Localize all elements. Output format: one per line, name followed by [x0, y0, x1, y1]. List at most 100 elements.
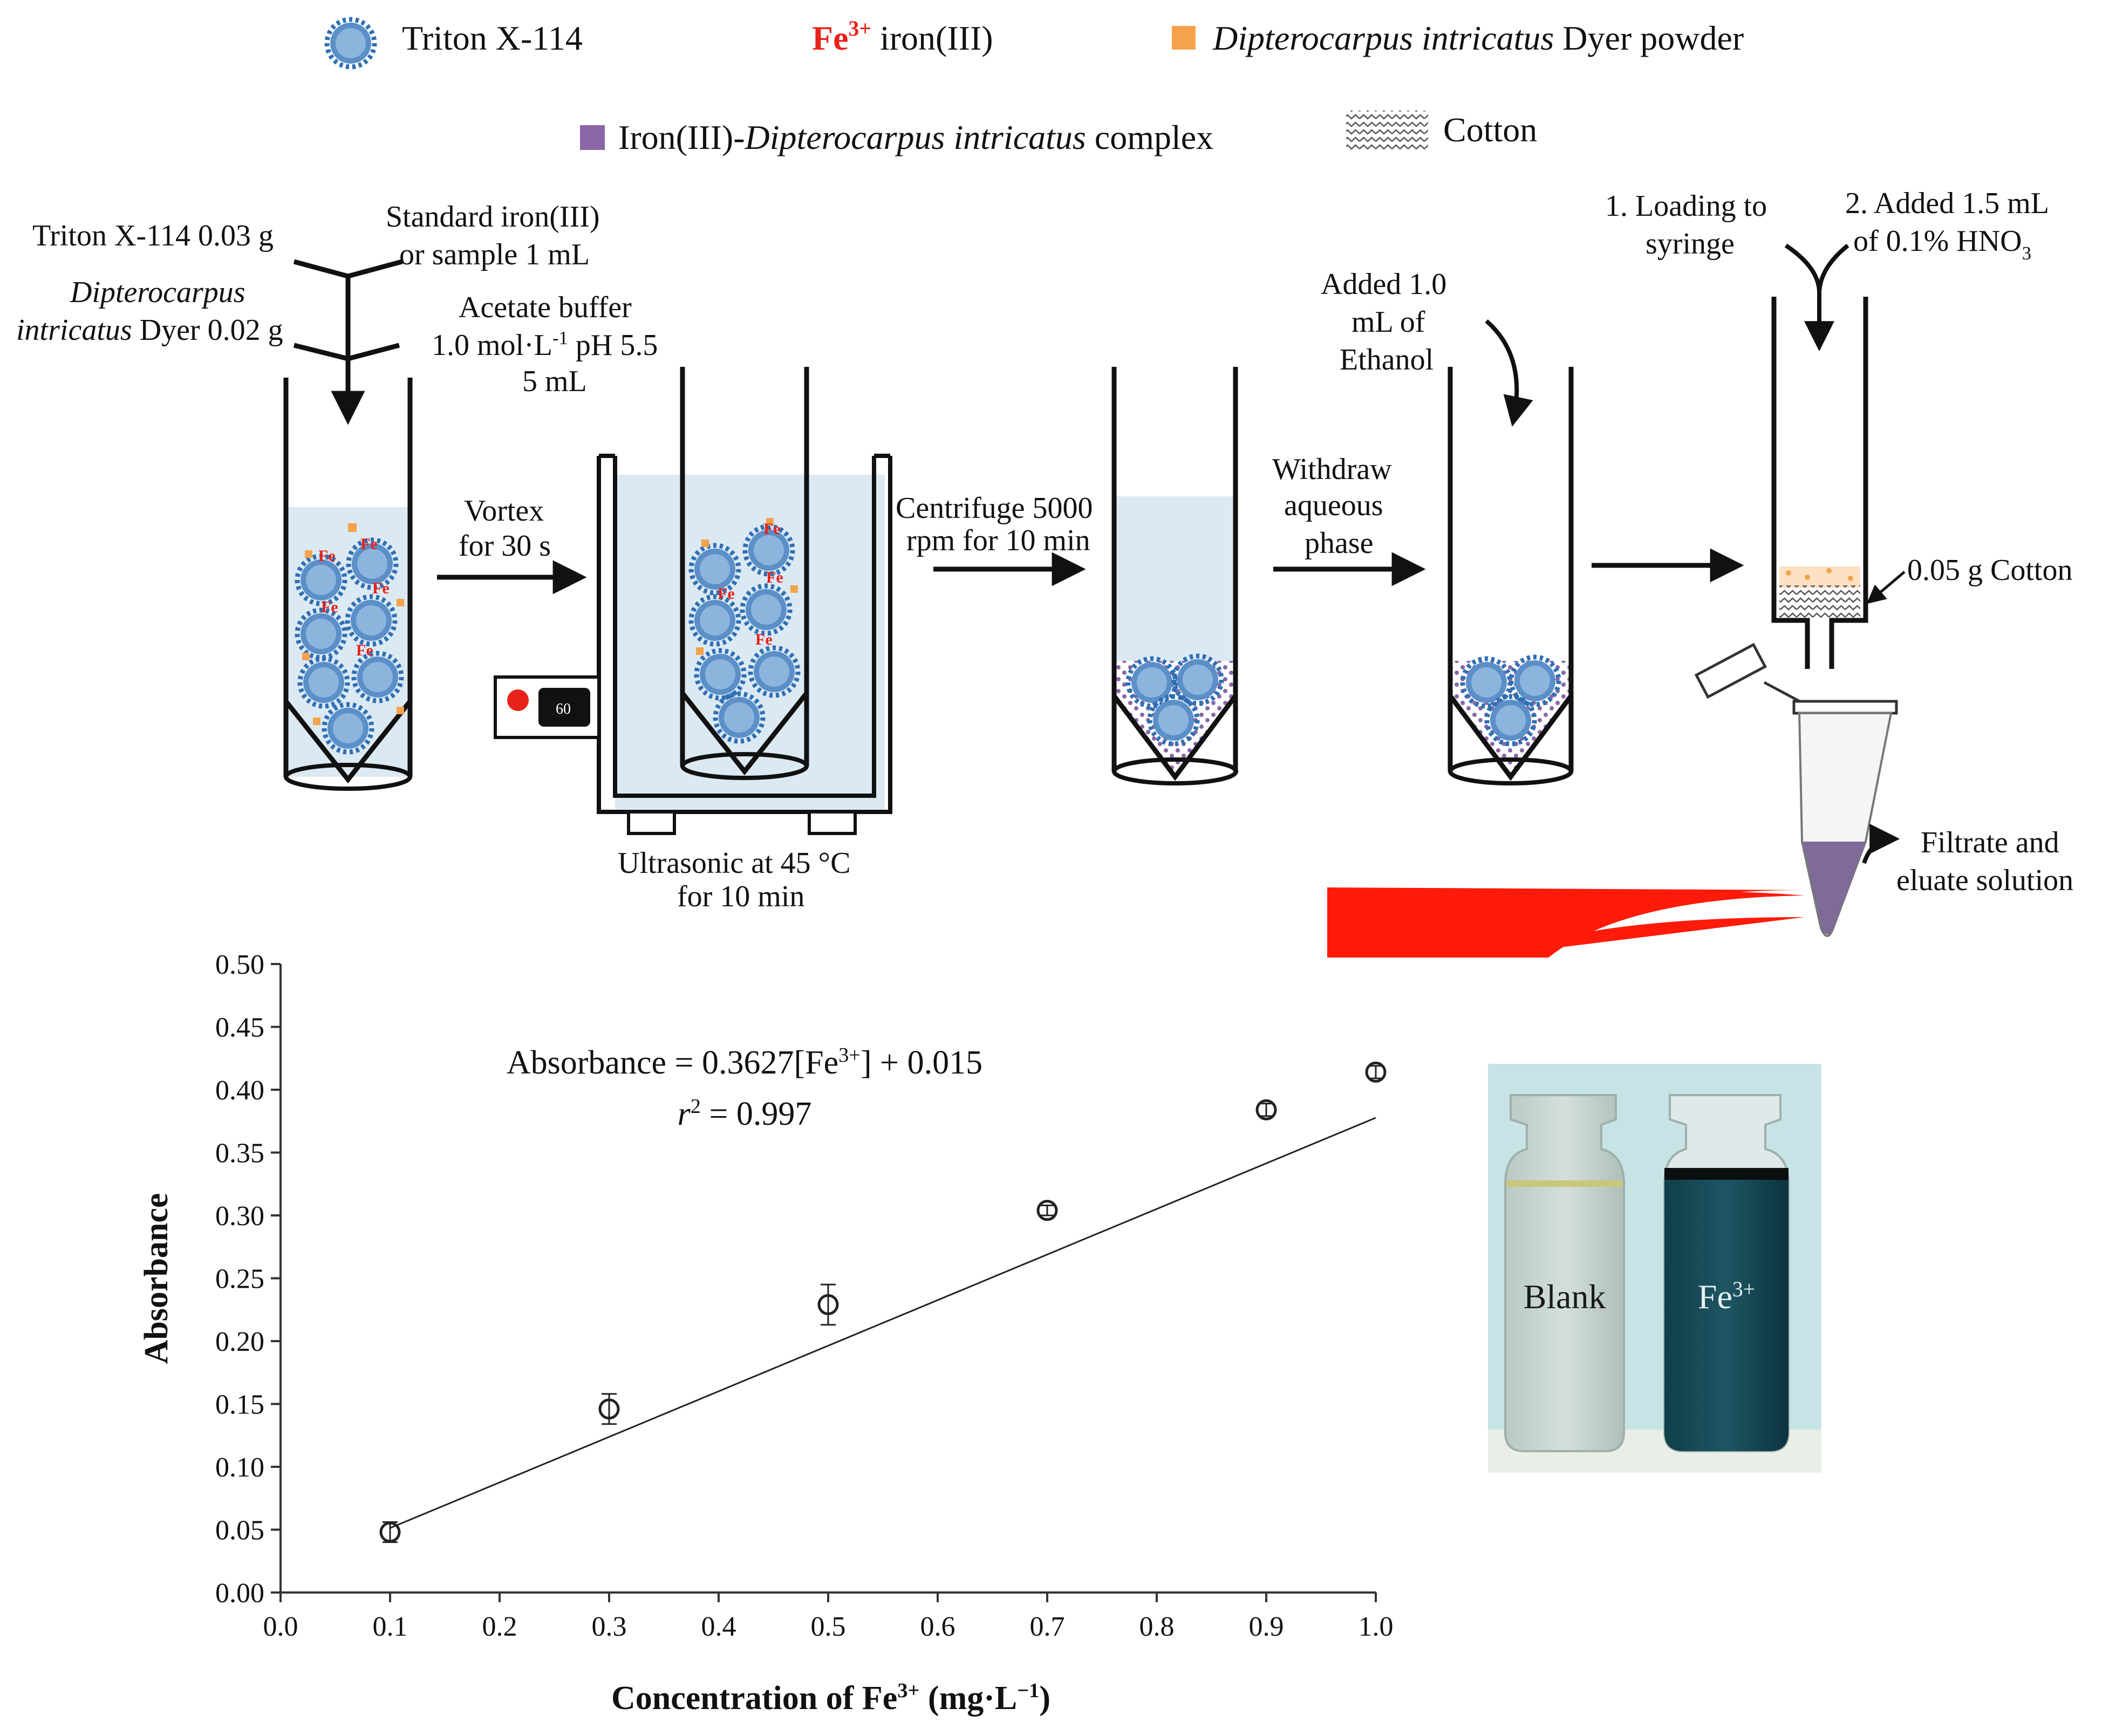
filtrate-label-2: eluate solution	[1896, 864, 2073, 897]
filtrate-label-1: Filtrate and	[1921, 826, 2059, 859]
big-red-arrow-body	[1327, 887, 1805, 958]
y-tick-label: 0.30	[215, 1201, 264, 1232]
x-tick-label: 0.9	[1249, 1611, 1284, 1642]
tube-3-walls	[1111, 367, 1238, 771]
data-point	[1036, 1200, 1058, 1221]
withdraw-label-1: Withdraw	[1272, 453, 1392, 486]
iron-vial-solution	[1664, 1171, 1789, 1451]
withdraw-label-2: aqueous	[1284, 489, 1383, 522]
complex-icon	[580, 125, 605, 150]
vial-photo: Blank Fe3+	[1488, 1064, 1821, 1473]
withdraw-label-3: phase	[1305, 527, 1374, 560]
x-tick-label: 1.0	[1359, 1611, 1394, 1642]
tube-2-walls	[680, 367, 809, 766]
x-tick-label: 0.1	[373, 1611, 408, 1642]
centrifuge-label-2: rpm for 10 min	[906, 524, 1090, 557]
cotton-icon	[1346, 111, 1428, 149]
data-point	[379, 1521, 401, 1543]
eppendorf-cap	[1694, 643, 1767, 699]
svg-text:Fe: Fe	[372, 579, 390, 597]
standard-label-1: Standard iron(III)	[386, 200, 600, 234]
y-tick-label: 0.35	[215, 1138, 264, 1169]
calibration-chart: 0.000.050.100.150.200.250.300.350.400.45…	[138, 949, 1394, 1717]
y-tick-label: 0.25	[215, 1264, 264, 1295]
loading-label-1: 1. Loading to	[1605, 189, 1767, 223]
regression-line	[390, 1117, 1376, 1529]
y-tick-label: 0.20	[215, 1327, 264, 1357]
tube-4-cone	[1448, 694, 1573, 781]
legend-complex-label: Iron(III)-Dipterocarpus intricatus compl…	[618, 118, 1213, 156]
ultrasonic-label-2: for 10 min	[677, 880, 804, 913]
step-2-ultrasonic: Acetate buffer 1.0 mol·L-1 pH 5.5 5 mL 6…	[432, 291, 892, 913]
step-centrifuge: Centrifuge 5000 rpm for 10 min	[896, 491, 1093, 586]
x-tick-label: 0.4	[701, 1611, 736, 1642]
tube-2-cone	[680, 692, 809, 776]
buffer-label-2: 1.0 mol·L-1 pH 5.5	[432, 327, 658, 362]
data-points	[379, 1061, 1387, 1543]
legend-triton: Triton X-114	[327, 19, 583, 67]
data-point	[1255, 1099, 1277, 1120]
loading-label-2: syringe	[1646, 227, 1735, 261]
ethanol-label-2: mL of	[1351, 305, 1425, 339]
cotton-plug	[1779, 585, 1860, 618]
buffer-label-3: 5 mL	[522, 365, 587, 398]
x-tick-label: 0.6	[920, 1611, 955, 1642]
timer-value: 60	[556, 701, 571, 717]
tube-3-base	[1112, 757, 1238, 785]
y-tick-label: 0.45	[215, 1013, 264, 1043]
legend-powder: Dipterocarpus intricatus Dyer powder	[1172, 19, 1744, 57]
tube-1-walls	[283, 378, 413, 777]
x-tick-label: 0.3	[592, 1611, 627, 1642]
y-tick-label: 0.05	[215, 1515, 264, 1546]
blank-label: Blank	[1524, 1277, 1606, 1316]
ethanol-label-3: Ethanol	[1340, 343, 1434, 377]
bath-foot-right	[808, 810, 857, 835]
tube-4-walls	[1448, 367, 1574, 771]
tube-1-base	[284, 763, 412, 791]
syringe-barrel	[1771, 297, 1868, 669]
standard-label-2: or sample 1 mL	[399, 238, 590, 271]
vortex-label-1: Vortex	[464, 494, 544, 528]
x-tick-label: 0.8	[1139, 1611, 1175, 1642]
legend-cotton: Cotton	[1346, 111, 1537, 149]
step-3-separated	[1111, 367, 1238, 785]
legend-iron: Fe3+ iron(III)	[812, 17, 993, 57]
x-axis-title: Concentration of Fe3+ (mg·L−1)	[611, 1679, 1050, 1717]
tube-4-base	[1448, 757, 1573, 785]
tube-2-base	[680, 752, 809, 780]
bath-foot-left	[627, 810, 676, 835]
powder-layer	[1779, 566, 1860, 588]
bath-inner-wall	[613, 456, 876, 798]
data-point	[817, 1294, 839, 1315]
eppendorf-rim	[1792, 700, 1898, 715]
x-tick-label: 0.0	[263, 1611, 298, 1642]
micelle-icon	[327, 19, 374, 67]
svg-text:Fe: Fe	[321, 598, 338, 616]
legend-powder-label: Dipterocarpus intricatus Dyer powder	[1212, 19, 1744, 57]
step-5-syringe: 1. Loading to syringe 2. Added 1.5 mL of…	[1605, 187, 2073, 937]
svg-text:Fe: Fe	[356, 641, 373, 659]
tube-3-aqueous	[1114, 496, 1236, 661]
y-tick-label: 0.15	[215, 1390, 264, 1420]
svg-text:Fe: Fe	[763, 520, 781, 538]
step-vortex: Vortex for 30 s	[437, 494, 587, 594]
svg-text:Fe: Fe	[318, 547, 336, 565]
tube-1-micelles: Fe Fe Fe Fe Fe	[297, 523, 404, 752]
tube-3-cone	[1112, 694, 1238, 781]
ethanol-label-1: Added 1.0	[1321, 268, 1446, 301]
bath-water	[615, 475, 885, 809]
vortex-label-2: for 30 s	[459, 529, 551, 563]
filtrate-pointer	[1862, 824, 1900, 864]
buffer-label-1: Acetate buffer	[459, 291, 632, 324]
svg-text:Fe: Fe	[718, 585, 735, 603]
y-tick-label: 0.40	[215, 1075, 264, 1106]
powder-icon	[1172, 26, 1196, 50]
dyer-label-2: intricatus Dyer 0.02 g	[16, 313, 283, 347]
reagent-funnel-top	[293, 259, 403, 279]
eppendorf-solution	[1803, 842, 1866, 934]
x-tick-label: 0.2	[482, 1611, 517, 1642]
x-tick-label: 0.5	[811, 1611, 846, 1642]
hno3-label-2: of 0.1% HNO3	[1853, 224, 2031, 264]
